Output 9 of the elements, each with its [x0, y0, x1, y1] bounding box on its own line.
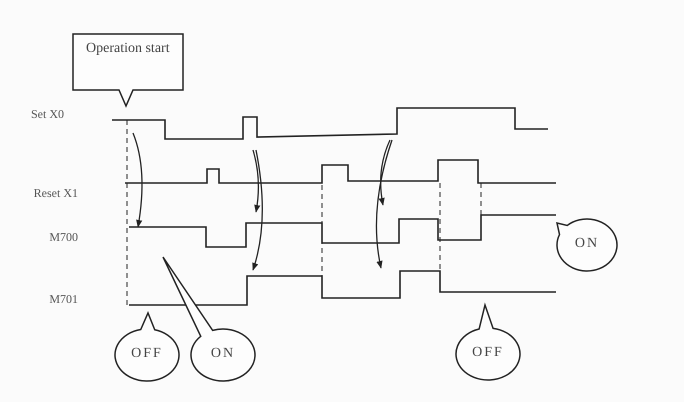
- callout-text: ON: [574, 236, 600, 252]
- callout-text: ON: [210, 346, 236, 362]
- signal-label: Set X0: [31, 107, 64, 122]
- callout-text: OFF: [471, 345, 505, 362]
- signal-label: Reset X1: [34, 186, 78, 201]
- callout-text: OFF: [130, 346, 164, 362]
- callout-text: Operation start: [86, 41, 171, 58]
- signal-label: M701: [49, 292, 78, 307]
- signal-label: M700: [49, 230, 78, 245]
